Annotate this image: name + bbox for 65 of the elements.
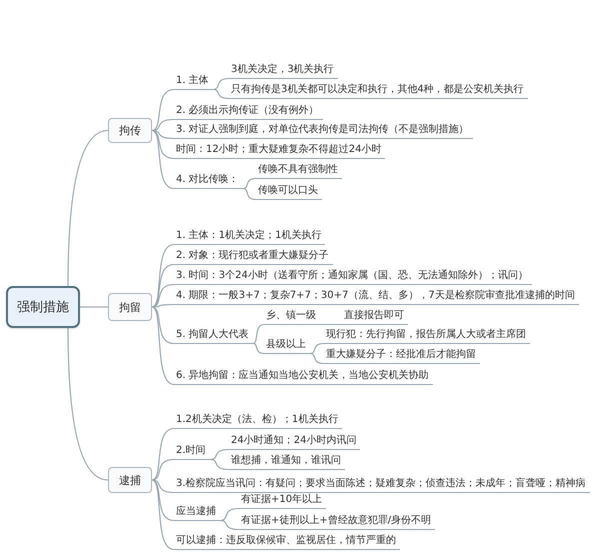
underlined-topic: 2. 对象：现行犯或者重大嫌疑分子 — [174, 249, 333, 265]
connector-line — [152, 88, 174, 132]
connector-line — [152, 284, 174, 308]
connector-line — [152, 130, 174, 140]
connector-line — [212, 78, 230, 90]
connector-line — [152, 306, 174, 344]
connector-line — [152, 428, 174, 481]
connector-line — [80, 306, 108, 308]
connector-line — [320, 324, 342, 326]
underlined-topic: 县级以上 — [264, 338, 310, 354]
connector-line — [152, 118, 174, 132]
connector-line — [152, 479, 174, 522]
connector-line — [210, 458, 230, 470]
underlined-topic: 6. 异地拘留：应当通知当地公安机关，当地公安机关协助 — [174, 369, 433, 385]
connector-line — [67, 130, 108, 286]
underlined-topic: 1.2机关决定（法、检）；1机关执行 — [174, 413, 342, 429]
underlined-topic: 2. 必须出示拘传证（没有例外） — [174, 104, 323, 120]
underlined-topic: 3. 时间：3个24小时（送看守所；通知家属（国、恐、无法通知除外）；讯问） — [174, 269, 532, 285]
underlined-topic: 可以逮捕：违反取保候审、监视居住，情节严重的 — [174, 534, 400, 550]
connector-line — [152, 130, 174, 160]
connector-line — [67, 328, 108, 481]
underlined-topic: 1. 主体：1机关决定；1机关执行 — [174, 229, 326, 245]
connector-line — [252, 342, 264, 354]
underlined-topic: 传唤不具有强制性 — [256, 163, 342, 179]
underlined-topic: 谁想捕，谁通知，谁讯问 — [229, 454, 345, 470]
connector-line — [152, 244, 174, 308]
connector-line — [242, 188, 256, 200]
topic-box: 拘留 — [108, 293, 152, 321]
connector-line — [152, 304, 174, 308]
connector-line — [152, 480, 174, 550]
connector-line — [310, 352, 324, 364]
underlined-topic: 有证据+10年以上 — [239, 493, 326, 509]
connector-line — [220, 508, 240, 522]
connector-line — [212, 88, 230, 100]
connector-line — [242, 178, 256, 190]
connector-line — [310, 342, 324, 354]
underlined-topic: 只有拘传是3机关都可以决定和执行，其他4种，都是公安机关执行 — [229, 83, 528, 99]
underlined-topic: 应当逮捕 — [174, 505, 220, 521]
underlined-topic: 3机关决定，3机关执行 — [229, 63, 338, 79]
connector-line — [152, 130, 174, 190]
underlined-topic: 重大嫌疑分子：经批准后才能拘留 — [324, 348, 480, 364]
connector-line — [152, 458, 174, 481]
connector-line — [220, 520, 240, 530]
underlined-topic: 3. 对证人强制到庭，对单位代表拘传是司法拘传（不是强制措施） — [174, 123, 473, 139]
underlined-topic: 4. 对比传唤： — [174, 173, 243, 189]
underlined-topic: 1. 主体 — [174, 74, 213, 90]
topic-box: 逮捕 — [108, 467, 152, 493]
underlined-topic: 4. 期限：一般3+7；复杂7+7；30+7（流、结、多），7天是检察院审查批准逮捕的时间 — [174, 289, 579, 305]
underlined-topic: 2.时间 — [174, 444, 210, 460]
connector-line — [152, 306, 174, 386]
connector-line — [152, 479, 174, 494]
underlined-topic: 现行犯：先行拘留，报告所属人大或者主席团 — [324, 328, 530, 344]
connector-line — [210, 448, 230, 460]
topic-box: 拘传 — [108, 118, 152, 143]
underlined-topic: 24小时通知；24小时内讯问 — [229, 434, 360, 450]
connector-line — [252, 324, 264, 344]
underlined-topic: 传唤可以口头 — [256, 184, 322, 200]
underlined-topic: 5. 拘留人大代表 — [174, 328, 253, 344]
central-topic-box: 强制措施 — [6, 286, 80, 328]
underlined-topic: 3.检察院应当讯问：有疑问；要求当面陈述；疑难复杂；侦查违法；未成年；盲聋哑；精神病 — [174, 477, 590, 493]
connector-line — [152, 264, 174, 308]
underlined-topic: 时间：12小时；重大疑难复杂不得超过24小时 — [174, 143, 386, 159]
underlined-topic: 直接报告即可 — [342, 309, 408, 325]
underlined-topic: 有证据+徒刑以上+曾经故意犯罪/身份不明 — [239, 514, 436, 530]
underlined-topic: 乡、镇一级 — [264, 309, 320, 325]
